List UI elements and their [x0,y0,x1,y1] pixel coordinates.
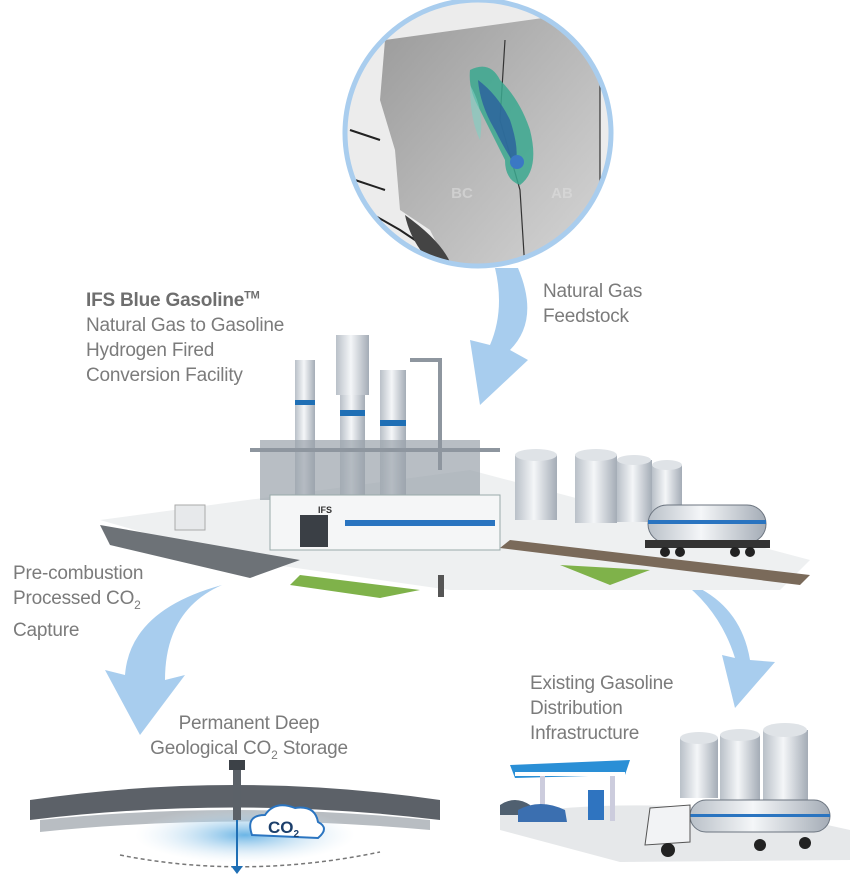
distribution-illustration [500,723,850,862]
capture-label: Pre-combustion Processed CO2 Capture [13,563,144,641]
building-sign: IFS [318,505,332,515]
facility-title: IFS Blue GasolineTM [86,290,260,312]
storage-label: Permanent Deep Geological CO2 Storage [150,713,348,762]
co2-storage-illustration: CO2 [30,760,440,874]
facility-line1: Natural Gas to Gasoline [86,315,285,337]
distribution-label: Existing Gasoline Distribution Infrastru… [530,673,674,744]
storage-tanks [515,449,682,523]
cloud-co2-text: CO2 [268,818,300,840]
map-label-bc: BC [451,185,473,202]
capture-arrow [105,585,222,735]
facility-label: IFS Blue GasolineTM Natural Gas to Gasol… [86,284,284,388]
map-circle: BC AB [342,0,614,269]
facility-illustration: IFS [100,335,810,598]
co2-cloud: CO2 [249,804,325,840]
distribution-arrow [680,580,775,708]
facility-line3: Conversion Facility [86,365,243,387]
feedstock-arrow [470,268,528,405]
tank-railcar [645,504,770,557]
map-label-ab: AB [551,185,573,202]
facility-line2: Hydrogen Fired [86,340,215,362]
